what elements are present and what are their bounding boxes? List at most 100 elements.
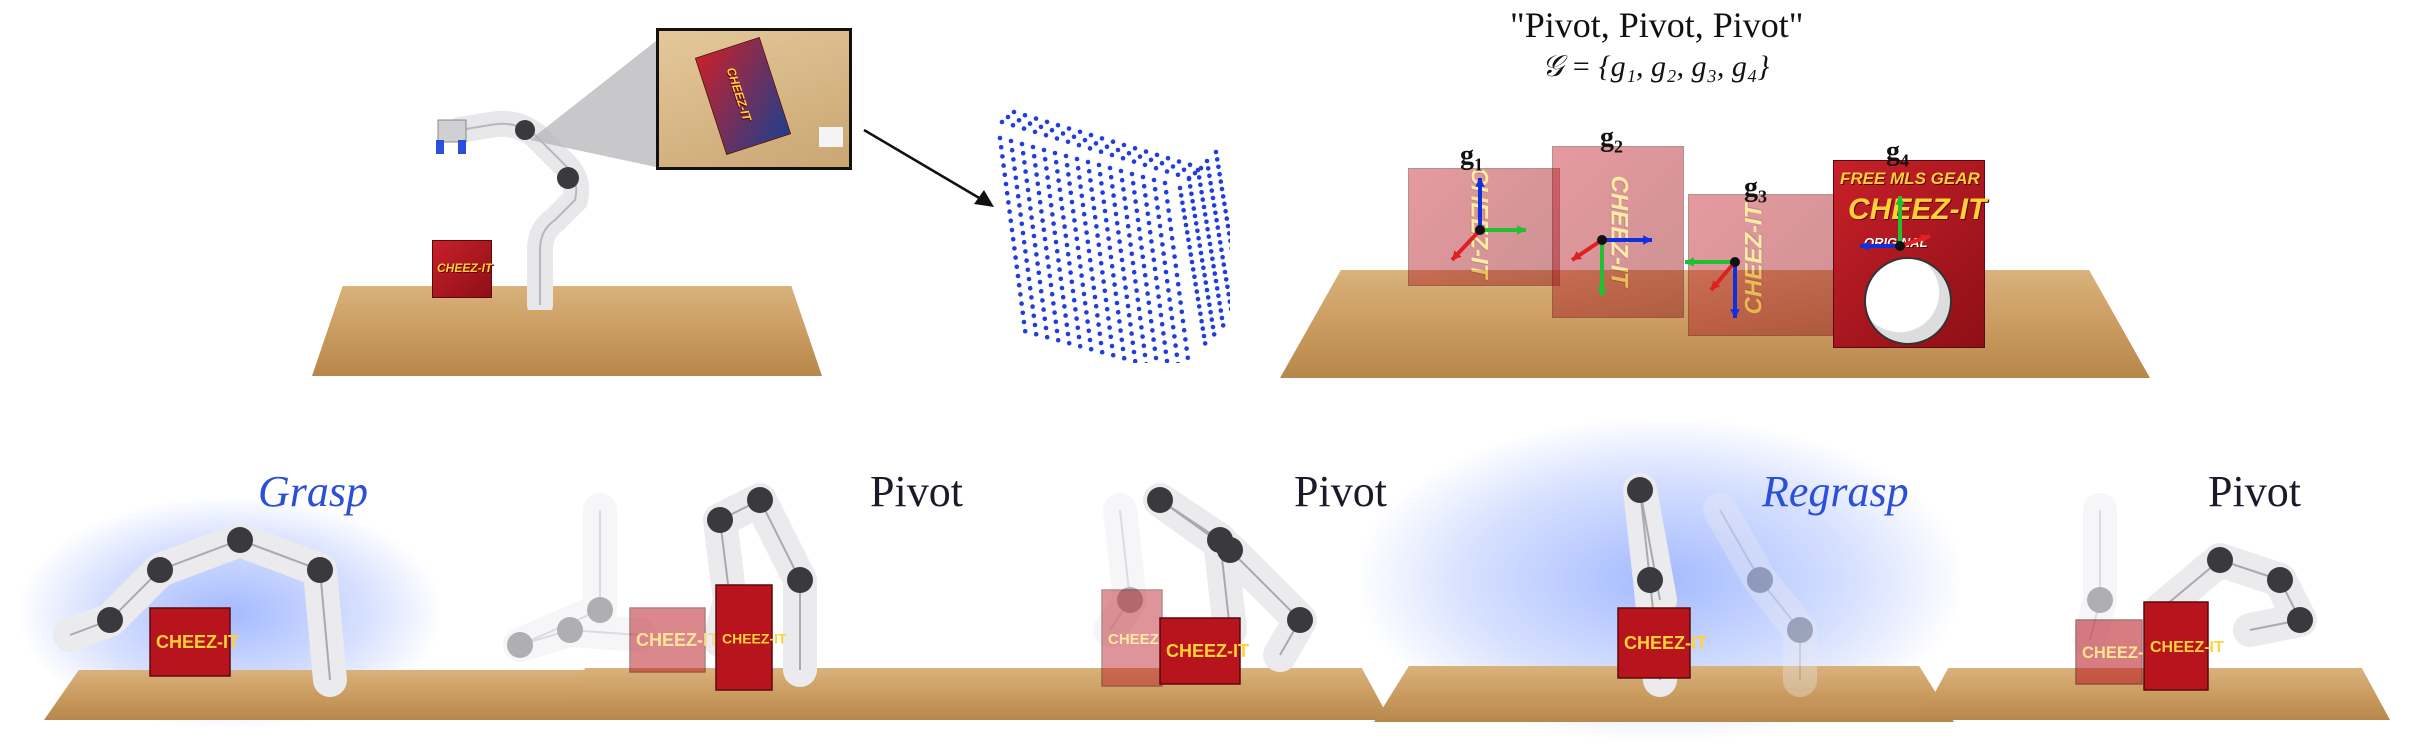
point xyxy=(1196,304,1202,309)
robot-joint-icon xyxy=(2267,567,2293,593)
point xyxy=(1198,311,1203,317)
point xyxy=(1034,252,1039,257)
point xyxy=(1049,291,1055,297)
point xyxy=(1146,220,1152,226)
point xyxy=(1150,328,1155,333)
point xyxy=(1044,334,1050,340)
point xyxy=(1034,172,1039,177)
point xyxy=(1111,193,1116,198)
point xyxy=(1074,316,1079,321)
point xyxy=(1150,248,1155,253)
point xyxy=(1169,235,1175,241)
point xyxy=(1001,163,1006,168)
point xyxy=(1088,346,1094,352)
point xyxy=(1077,343,1083,349)
goal-set-formula: 𝒢 = {g₁, g₂, g₃, g₄} xyxy=(1542,50,1770,83)
point xyxy=(1085,159,1091,165)
point xyxy=(1036,270,1042,276)
cracker-box: CHEEZ-IT xyxy=(715,584,787,691)
arrow-head-icon xyxy=(1597,287,1607,296)
point xyxy=(1109,152,1115,158)
robot-arm xyxy=(2143,543,2317,647)
point xyxy=(1062,224,1067,229)
point xyxy=(1033,163,1038,168)
point xyxy=(1022,113,1028,118)
point xyxy=(1077,175,1082,180)
point xyxy=(1056,178,1061,183)
cracker-box: CHEEZ-IT xyxy=(1617,607,1707,679)
point xyxy=(1102,288,1108,294)
point xyxy=(1009,227,1015,233)
point xyxy=(1151,257,1157,263)
point xyxy=(1052,150,1058,156)
point xyxy=(1050,212,1055,217)
arrow-icon xyxy=(863,128,994,207)
point xyxy=(1190,198,1195,204)
goal-panel: "Pivot, Pivot, Pivot" 𝒢 = {g₁, g₂, g₃, g… xyxy=(1280,0,2180,390)
box-brand-text: CHEEZ-IT xyxy=(723,65,755,123)
point xyxy=(1091,285,1097,291)
point xyxy=(1147,309,1153,315)
point xyxy=(1022,328,1028,334)
point xyxy=(1030,304,1035,309)
point xyxy=(1210,256,1215,262)
point xyxy=(1076,254,1082,260)
point xyxy=(1149,239,1154,244)
point xyxy=(1019,141,1025,147)
point xyxy=(1041,227,1047,233)
point xyxy=(1011,109,1017,115)
robot-joint-icon xyxy=(787,567,813,593)
point xyxy=(1097,251,1103,257)
point xyxy=(1115,147,1121,153)
point xyxy=(1103,297,1109,303)
point xyxy=(998,144,1004,150)
point xyxy=(1040,298,1045,303)
point xyxy=(1133,279,1138,284)
point xyxy=(1014,184,1020,190)
point xyxy=(1118,168,1124,174)
point xyxy=(1181,167,1187,173)
point xyxy=(1221,262,1227,267)
robot-joint-icon xyxy=(307,557,333,583)
point xyxy=(1172,334,1177,339)
point xyxy=(1067,261,1072,266)
goal-label-1: g1 xyxy=(1460,140,1483,175)
point xyxy=(1043,245,1049,251)
point xyxy=(1168,306,1174,312)
point xyxy=(1054,136,1060,141)
point xyxy=(1190,267,1196,272)
cracker-box-ghost: CHEEZ-IT xyxy=(1101,589,1177,687)
point xyxy=(1010,236,1016,242)
goal-box-1: CHEEZ-IT xyxy=(1408,168,1560,286)
point xyxy=(1108,174,1114,180)
point xyxy=(1063,153,1069,159)
point xyxy=(1206,234,1212,239)
point xyxy=(1097,331,1103,337)
point xyxy=(1157,223,1163,229)
point xyxy=(1152,266,1158,272)
point xyxy=(1079,193,1085,199)
box-banner-text: FREE MLS GEAR xyxy=(1840,169,1980,188)
point xyxy=(1141,183,1147,189)
robot-joint-icon xyxy=(557,617,583,643)
point xyxy=(997,135,1003,141)
point xyxy=(1126,312,1132,318)
point xyxy=(1074,236,1080,242)
point xyxy=(1030,224,1036,230)
point xyxy=(1154,196,1159,201)
point xyxy=(1070,288,1076,294)
point xyxy=(1081,211,1087,217)
point xyxy=(1022,160,1027,165)
point xyxy=(1161,251,1166,256)
point xyxy=(1093,303,1099,309)
arrow-head-icon xyxy=(1860,241,1869,251)
point xyxy=(1154,152,1160,158)
robot-joint-icon xyxy=(507,632,533,658)
point xyxy=(1210,195,1216,201)
point xyxy=(1141,343,1147,349)
point xyxy=(1183,337,1188,342)
point xyxy=(1207,302,1212,308)
point xyxy=(1021,319,1027,325)
point xyxy=(1123,205,1129,211)
